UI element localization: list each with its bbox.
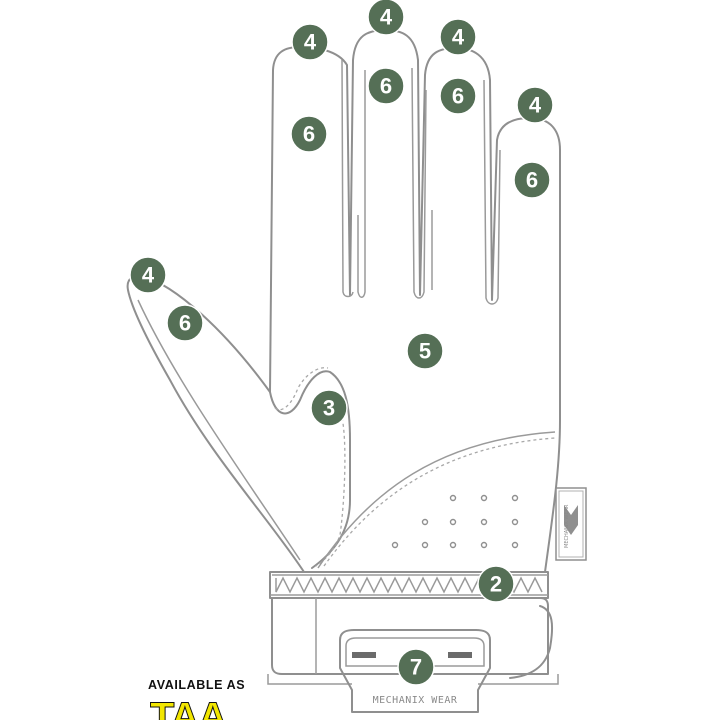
svg-text:5: 5 xyxy=(419,339,431,364)
svg-text:7: 7 xyxy=(410,655,422,680)
glove-outline xyxy=(126,29,561,573)
closure-brand-text: MECHANIX WEAR xyxy=(373,695,458,706)
side-tag-text: MECHANIX WEAR xyxy=(564,504,570,548)
badge-palm: 5 xyxy=(406,332,444,370)
svg-text:4: 4 xyxy=(380,5,393,30)
badge-pinky-tip: 4 xyxy=(516,86,554,124)
badge-index-panel: 6 xyxy=(290,115,328,153)
svg-text:4: 4 xyxy=(529,93,542,118)
badge-thumb-panel: 6 xyxy=(166,304,204,342)
svg-text:2: 2 xyxy=(490,572,502,597)
taa-logo-text: TAA xyxy=(150,697,228,720)
callout-badges: 4 4 4 4 4 6 6 6 xyxy=(129,0,554,686)
svg-text:6: 6 xyxy=(380,74,392,99)
badge-ring-tip: 4 xyxy=(439,18,477,56)
badge-thumb-crotch: 3 xyxy=(310,389,348,427)
svg-text:4: 4 xyxy=(304,30,317,55)
taa-logo: TAA xyxy=(150,697,242,720)
svg-text:3: 3 xyxy=(323,396,335,421)
badge-middle-tip: 4 xyxy=(367,0,405,36)
svg-text:6: 6 xyxy=(452,84,464,109)
badge-thumb-tip: 4 xyxy=(129,256,167,294)
badge-closure: 7 xyxy=(397,648,435,686)
badge-cuff: 2 xyxy=(477,565,515,603)
badge-ring-panel: 6 xyxy=(439,77,477,115)
side-label-tag: MECHANIX WEAR xyxy=(555,487,587,561)
svg-text:4: 4 xyxy=(142,263,155,288)
badge-index-tip: 4 xyxy=(291,23,329,61)
availability-caption: AVAILABLE AS xyxy=(148,678,246,692)
vent-holes xyxy=(391,494,519,549)
svg-text:6: 6 xyxy=(179,311,191,336)
svg-text:4: 4 xyxy=(452,25,465,50)
badge-pinky-panel: 6 xyxy=(513,161,551,199)
svg-text:6: 6 xyxy=(303,122,315,147)
badge-middle-panel: 6 xyxy=(367,67,405,105)
svg-text:6: 6 xyxy=(526,168,538,193)
